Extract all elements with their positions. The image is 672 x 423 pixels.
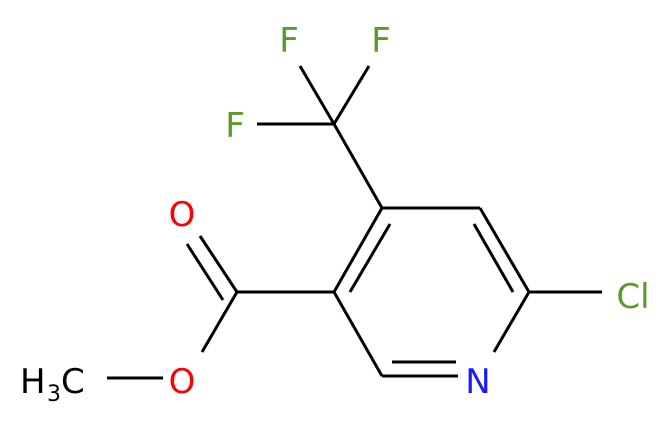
bonds xyxy=(107,65,602,380)
bond-c3-c4 xyxy=(332,207,384,293)
bond-cf3-c-to-f-top-left xyxy=(298,65,336,125)
atom-chlorine: Cl xyxy=(616,277,649,317)
bond-carbonyl-c-o-double-b xyxy=(185,243,225,301)
atom-methyl-subscript: 3 xyxy=(47,382,61,407)
bond-carbonyl-c-o-ester xyxy=(200,291,239,353)
bond-c3-c4-inner xyxy=(348,223,392,293)
atom-o-ester: O xyxy=(169,362,196,402)
atom-methyl-c: C xyxy=(61,362,85,402)
bond-c5-c6 xyxy=(478,207,531,293)
atom-nitrogen: N xyxy=(465,362,490,402)
atom-labels: F F F O O Cl N H 3 C xyxy=(20,21,650,407)
bond-cf3-c-to-f-top-right xyxy=(332,65,371,125)
bond-c6-n xyxy=(492,291,531,353)
bond-c5-c6-inner xyxy=(472,223,515,293)
atom-methyl-h: H xyxy=(20,362,46,402)
atom-f-top-left: F xyxy=(279,21,299,61)
atom-o-carbonyl: O xyxy=(169,195,196,235)
atom-f-top-right: F xyxy=(371,21,391,61)
bond-c4-to-cf3-c xyxy=(332,123,384,209)
atom-f-left: F xyxy=(225,106,245,146)
bond-c2-c3 xyxy=(332,291,384,377)
bond-carbonyl-c-o-double-a xyxy=(198,235,239,293)
